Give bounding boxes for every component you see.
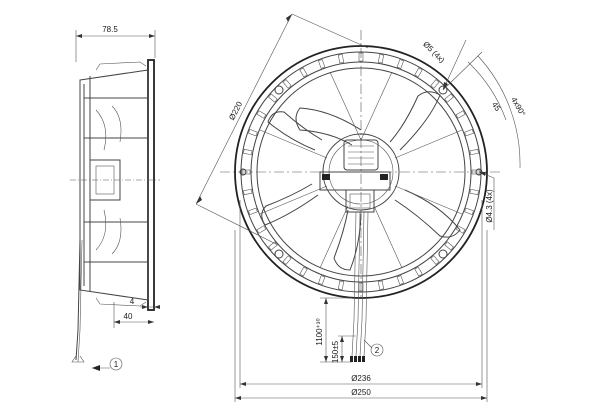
frame-slot <box>243 149 253 156</box>
frame-slot <box>396 275 404 285</box>
cable-length-dimension: 1100⁺³⁰ <box>315 318 324 345</box>
frame-slot <box>338 280 345 290</box>
mount-hole-tr <box>438 85 448 95</box>
angle-4x90: 4x90° <box>509 96 527 118</box>
frame-slot <box>358 52 364 62</box>
frame-slot <box>248 207 258 215</box>
frame-slot <box>241 169 251 175</box>
hole-dimension: Ø5 (4x) <box>421 40 446 65</box>
side-view: 78.5 4 40 <box>70 25 160 371</box>
mount-hole-tl <box>274 85 284 95</box>
flange-dimension: 4 <box>130 297 135 306</box>
depth-dimension: 40 <box>124 312 133 321</box>
front-view: 1100⁺³⁰ 150±5 2 Ø236 Ø250 Ø220 <box>195 13 527 402</box>
inner-diameter-dimension: Ø236 <box>351 374 371 383</box>
frame-slot <box>299 266 308 277</box>
frame-slot <box>377 54 384 64</box>
strip-dimension: 150±5 <box>331 340 340 363</box>
frame-slot <box>256 110 267 119</box>
frame-slot <box>430 255 440 265</box>
frame-slot <box>358 282 364 292</box>
mount-hole-bl <box>274 249 284 259</box>
width-dimension: 78.5 <box>102 25 118 34</box>
frame-slot <box>318 59 326 69</box>
frame-slot <box>318 275 326 285</box>
frame-slot <box>268 93 278 103</box>
frame-slot <box>444 93 454 103</box>
frame-slots <box>241 52 481 292</box>
frame-slot <box>338 54 345 64</box>
frame-slot <box>464 129 474 137</box>
frame-slot <box>414 67 423 78</box>
frame-slot <box>469 149 479 156</box>
mount-hole-br <box>438 249 448 259</box>
callout-1: 1 <box>114 360 119 369</box>
frame-slot <box>464 207 474 215</box>
frame-slot <box>248 129 258 137</box>
frame-slot <box>282 79 292 89</box>
frame-slot <box>469 188 479 195</box>
frame-slot <box>282 255 292 265</box>
callout-2: 2 <box>375 346 380 355</box>
frame-slot <box>377 280 384 290</box>
frame-slot <box>414 266 423 277</box>
frame-slot <box>299 67 308 78</box>
frame-slot <box>243 188 253 195</box>
frame-slot <box>455 110 466 119</box>
hole-small-dimension: Ø4.3 (4x) <box>485 189 494 223</box>
angle-45: 45 <box>490 100 503 113</box>
frame-slot <box>430 79 440 89</box>
frame-slot <box>444 241 454 251</box>
pcd-dimension: Ø220 <box>227 100 244 122</box>
frame-slot <box>256 225 267 234</box>
mount-hole-l <box>239 168 247 176</box>
frame-slot <box>396 59 404 69</box>
frame-slot <box>268 241 278 251</box>
outer-diameter-dimension: Ø250 <box>351 388 371 397</box>
